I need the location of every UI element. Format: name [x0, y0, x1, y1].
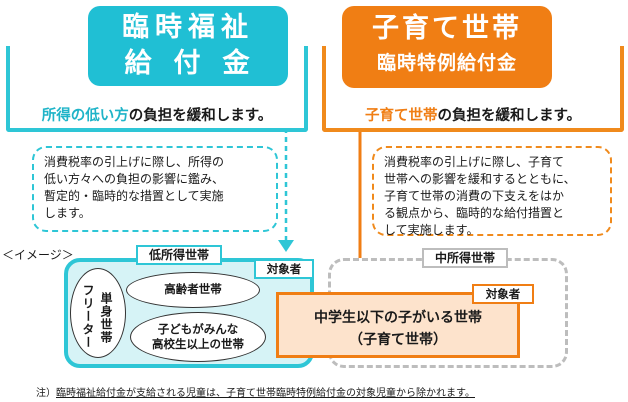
- right-desc-line: 子育て世帯の消費の下支えをはか: [384, 189, 565, 203]
- freeter-label: フリーター: [81, 284, 95, 349]
- footnote: 注）臨時福祉給付金が支給される児童は、子育て世帯臨時特例給付金の対象児童から除か…: [36, 384, 475, 399]
- left-desc-line: します。: [44, 206, 91, 220]
- mid-income-tag: 中所得世帯: [422, 248, 508, 268]
- left-panel-title: 臨時福祉 給付金: [88, 6, 288, 86]
- right-title-line1: 子育て世帯: [372, 13, 522, 44]
- right-desc-line: る観点から、臨時的な給付措置と: [384, 206, 565, 220]
- footnote-prefix: 注）: [36, 388, 56, 399]
- left-desc-line: 低い方々への負担の影響に鑑み、: [44, 172, 225, 186]
- left-description-box: 消費税率の引上げに際し、所得の 低い方々への負担の影響に鑑み、 暫定的・臨時的な…: [32, 146, 278, 232]
- left-desc-line: 暫定的・臨時的な措置として実施: [44, 189, 224, 203]
- left-panel-frame: [6, 46, 308, 132]
- right-target-tag: 対象者: [472, 284, 534, 304]
- right-desc-line: 消費税率の引上げに際し、子育て: [384, 155, 565, 169]
- left-title-line2: 給付金: [124, 48, 272, 79]
- right-panel-frame: [322, 46, 624, 132]
- left-burden-highlight: 所得の低い方: [41, 108, 129, 124]
- single-household-label: 単身世帯: [99, 292, 113, 344]
- left-burden-text: 所得の低い方の負担を緩和します。: [10, 104, 304, 125]
- right-title-line2: 臨時特例給付金: [376, 52, 517, 74]
- right-burden-highlight: 子育て世帯: [364, 108, 438, 124]
- children-line1: 子どもがみんな: [157, 322, 239, 336]
- elderly-household-oval: 高齢者世帯: [126, 272, 260, 308]
- footnote-text: 臨時福祉給付金が支給される児童は、子育て世帯臨時特例給付金の対象児童から除かれま…: [56, 388, 475, 399]
- left-burden-suffix: の負担を緩和します。: [128, 108, 273, 124]
- right-description-box: 消費税率の引上げに際し、子育て 世帯への影響を緩和するとともに、 子育て世帯の消…: [372, 146, 612, 237]
- right-panel-title: 子育て世帯 臨時特例給付金: [342, 6, 552, 88]
- right-burden-text: 子育て世帯の負担を緩和します。: [326, 104, 620, 125]
- right-desc-line: して実施します。: [384, 223, 479, 237]
- children-highschool-oval: 子どもがみんな 高校生以上の世帯: [130, 312, 266, 362]
- right-burden-suffix: の負担を緩和します。: [437, 108, 582, 124]
- children-line2: 高校生以上の世帯: [152, 337, 244, 351]
- low-income-tag: 低所得世帯: [136, 245, 222, 265]
- left-desc-line: 消費税率の引上げに際し、所得の: [44, 155, 225, 169]
- child-rearing-household-box: 中学生以下の子がいる世帯 （子育て世帯）: [276, 292, 520, 358]
- right-desc-line: 世帯への影響を緩和するとともに、: [384, 172, 576, 186]
- left-target-tag: 対象者: [254, 259, 314, 279]
- left-arrow-head: [278, 240, 294, 252]
- child-box-line2: （子育て世帯）: [349, 332, 447, 348]
- freeter-oval: [70, 268, 126, 358]
- child-box-line1: 中学生以下の子がいる世帯: [314, 310, 482, 326]
- image-label: ＜イメージ＞: [2, 248, 74, 262]
- left-title-line1: 臨時福祉: [122, 12, 254, 43]
